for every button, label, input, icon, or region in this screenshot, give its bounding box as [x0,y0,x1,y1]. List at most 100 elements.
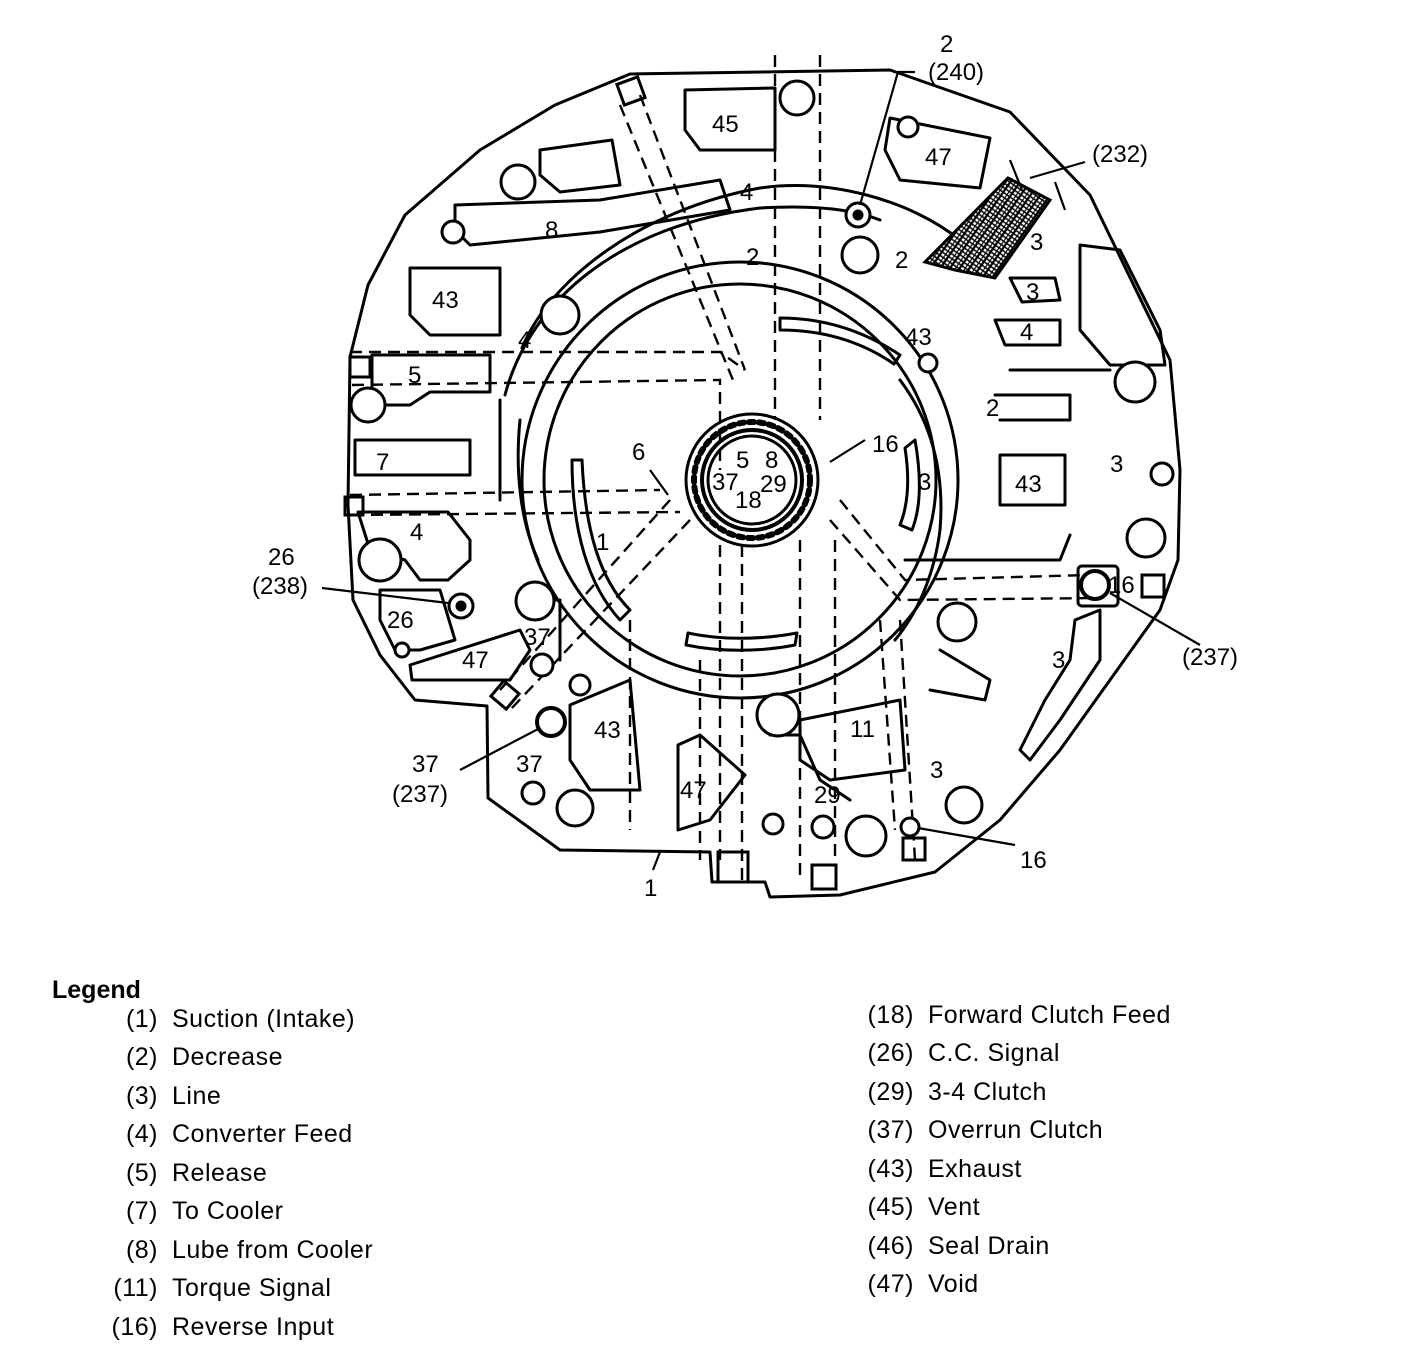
leader-line-240 [858,70,915,206]
outer-ring-circle [520,260,960,700]
bolt-hole [514,580,556,622]
legend-code: (7) [125,1197,158,1226]
circuit-band-1 [520,184,962,350]
legend-item: (5)Release [96,1154,373,1193]
bolt-hole [520,780,546,806]
legend-item: (11) Torque Signal [96,1270,373,1309]
region-label: 2 [746,244,759,271]
hidden-passage-20 [878,619,897,831]
legend-label: Overrun Clutch [928,1116,1104,1145]
legend-label: Void [928,1270,979,1299]
region-label: 4 [1020,319,1033,346]
pocket-43-bottom [568,678,642,792]
region-label: 16 [872,431,899,458]
passage-line-5 [903,533,1072,562]
legend-item: (29) 3-4 Clutch [852,1073,1171,1112]
legend-item: (4)Converter Feed [96,1116,373,1155]
legend-column-right: (18)Forward Clutch Feed (26)C.C. Signal … [852,996,1171,1304]
bolt-hole [840,235,880,275]
region-label: 29 [760,471,787,498]
region-label: 18 [735,487,762,514]
legend-label: Decrease [172,1043,283,1072]
legend-item: (16)Reverse Input [96,1308,373,1347]
seal-block-left-2 [343,495,365,517]
legend-label: To Cooler [172,1197,284,1226]
bolt-hole [896,115,920,139]
bolt-hole [778,79,816,117]
seal-block-bottom-2 [810,863,838,891]
bolt-hole [555,788,595,828]
region-label: 47 [925,144,952,171]
region-label: 1 [596,529,609,556]
region-label: 43 [1015,471,1042,498]
legend-column-left: (1)Suction (Intake) (2)Decrease (3)Line … [96,1000,373,1347]
legend-code: (45) [867,1193,914,1222]
legend-code: (11) [113,1274,158,1303]
region-label: 16 [1108,572,1135,599]
legend-code: (26) [867,1039,914,1068]
pocket-45 [683,86,777,152]
pocket-43-left [408,266,502,337]
region-label: 8 [545,217,558,244]
legend-code: (16) [111,1312,158,1341]
legend-code: (29) [867,1077,914,1106]
pocket-3-right [1078,243,1167,367]
hidden-passage-9 [839,499,1091,582]
checkball-237-left [535,706,567,738]
pump-body-diagram: 2 (240) (232) 26 (238) (237) 37 (237) 16… [252,31,1238,902]
region-label: 3 [1110,451,1123,478]
bolt-hole [844,814,888,858]
legend-item: (3)Line [96,1077,373,1116]
hidden-passage-6 [618,104,737,386]
pocket-43-right [998,453,1067,507]
seal-block-left-1 [348,355,372,379]
pocket-5 [370,353,492,407]
hidden-passage-15 [499,499,671,691]
bolt-hole [568,673,592,697]
callout-37: 37 [412,751,439,778]
circuit-band-3 [516,418,540,562]
bolt-hole [1125,517,1167,559]
region-label: 26 [387,607,414,634]
legend-label: Forward Clutch Feed [928,1000,1171,1029]
pocket-47-bottom [676,733,747,832]
region-label: 2 [986,395,999,422]
legend-label: Seal Drain [928,1231,1050,1260]
seal-block-bottom-3 [901,836,927,862]
region-label: 4 [740,179,753,206]
pocket-47-left [408,628,532,682]
legend-label: 3-4 Clutch [928,1077,1047,1106]
legend-label: Torque Signal [172,1274,332,1303]
hidden-passage-3 [351,510,681,517]
legend-code: (43) [867,1154,914,1183]
inner-ring-circle [542,282,938,678]
callout-16: 16 [1020,847,1047,874]
legend-code: (46) [867,1231,914,1260]
region-label: 45 [712,111,739,138]
pocket-8 [453,178,732,247]
region-label: 43 [905,324,932,351]
region-label: 3 [918,469,931,496]
legend-label: Release [172,1158,268,1187]
hub-core-circle [706,434,798,526]
legend-label: Suction (Intake) [172,1004,356,1033]
bolt-hole [357,537,403,583]
circuit-band-4 [893,378,943,642]
passage-line-2 [993,393,1072,422]
seal-block-16 [1076,564,1120,608]
region-label: 43 [594,717,621,744]
region-label: 11 [850,716,875,743]
bolt-hole [349,386,387,424]
leader-line-237-left [459,727,541,771]
seal-block-right [1140,573,1166,599]
arc-slot-bottom [684,631,799,652]
pocket-47-top [883,116,992,190]
region-label: 6 [632,439,645,466]
region-label: 4 [410,519,423,546]
arc-slot-top [778,316,902,366]
legend-label: Vent [928,1193,981,1222]
bolt-hole [1113,360,1157,404]
pocket-26 [378,588,457,652]
region-label: 43 [432,287,459,314]
legend-code: (37) [867,1116,914,1145]
